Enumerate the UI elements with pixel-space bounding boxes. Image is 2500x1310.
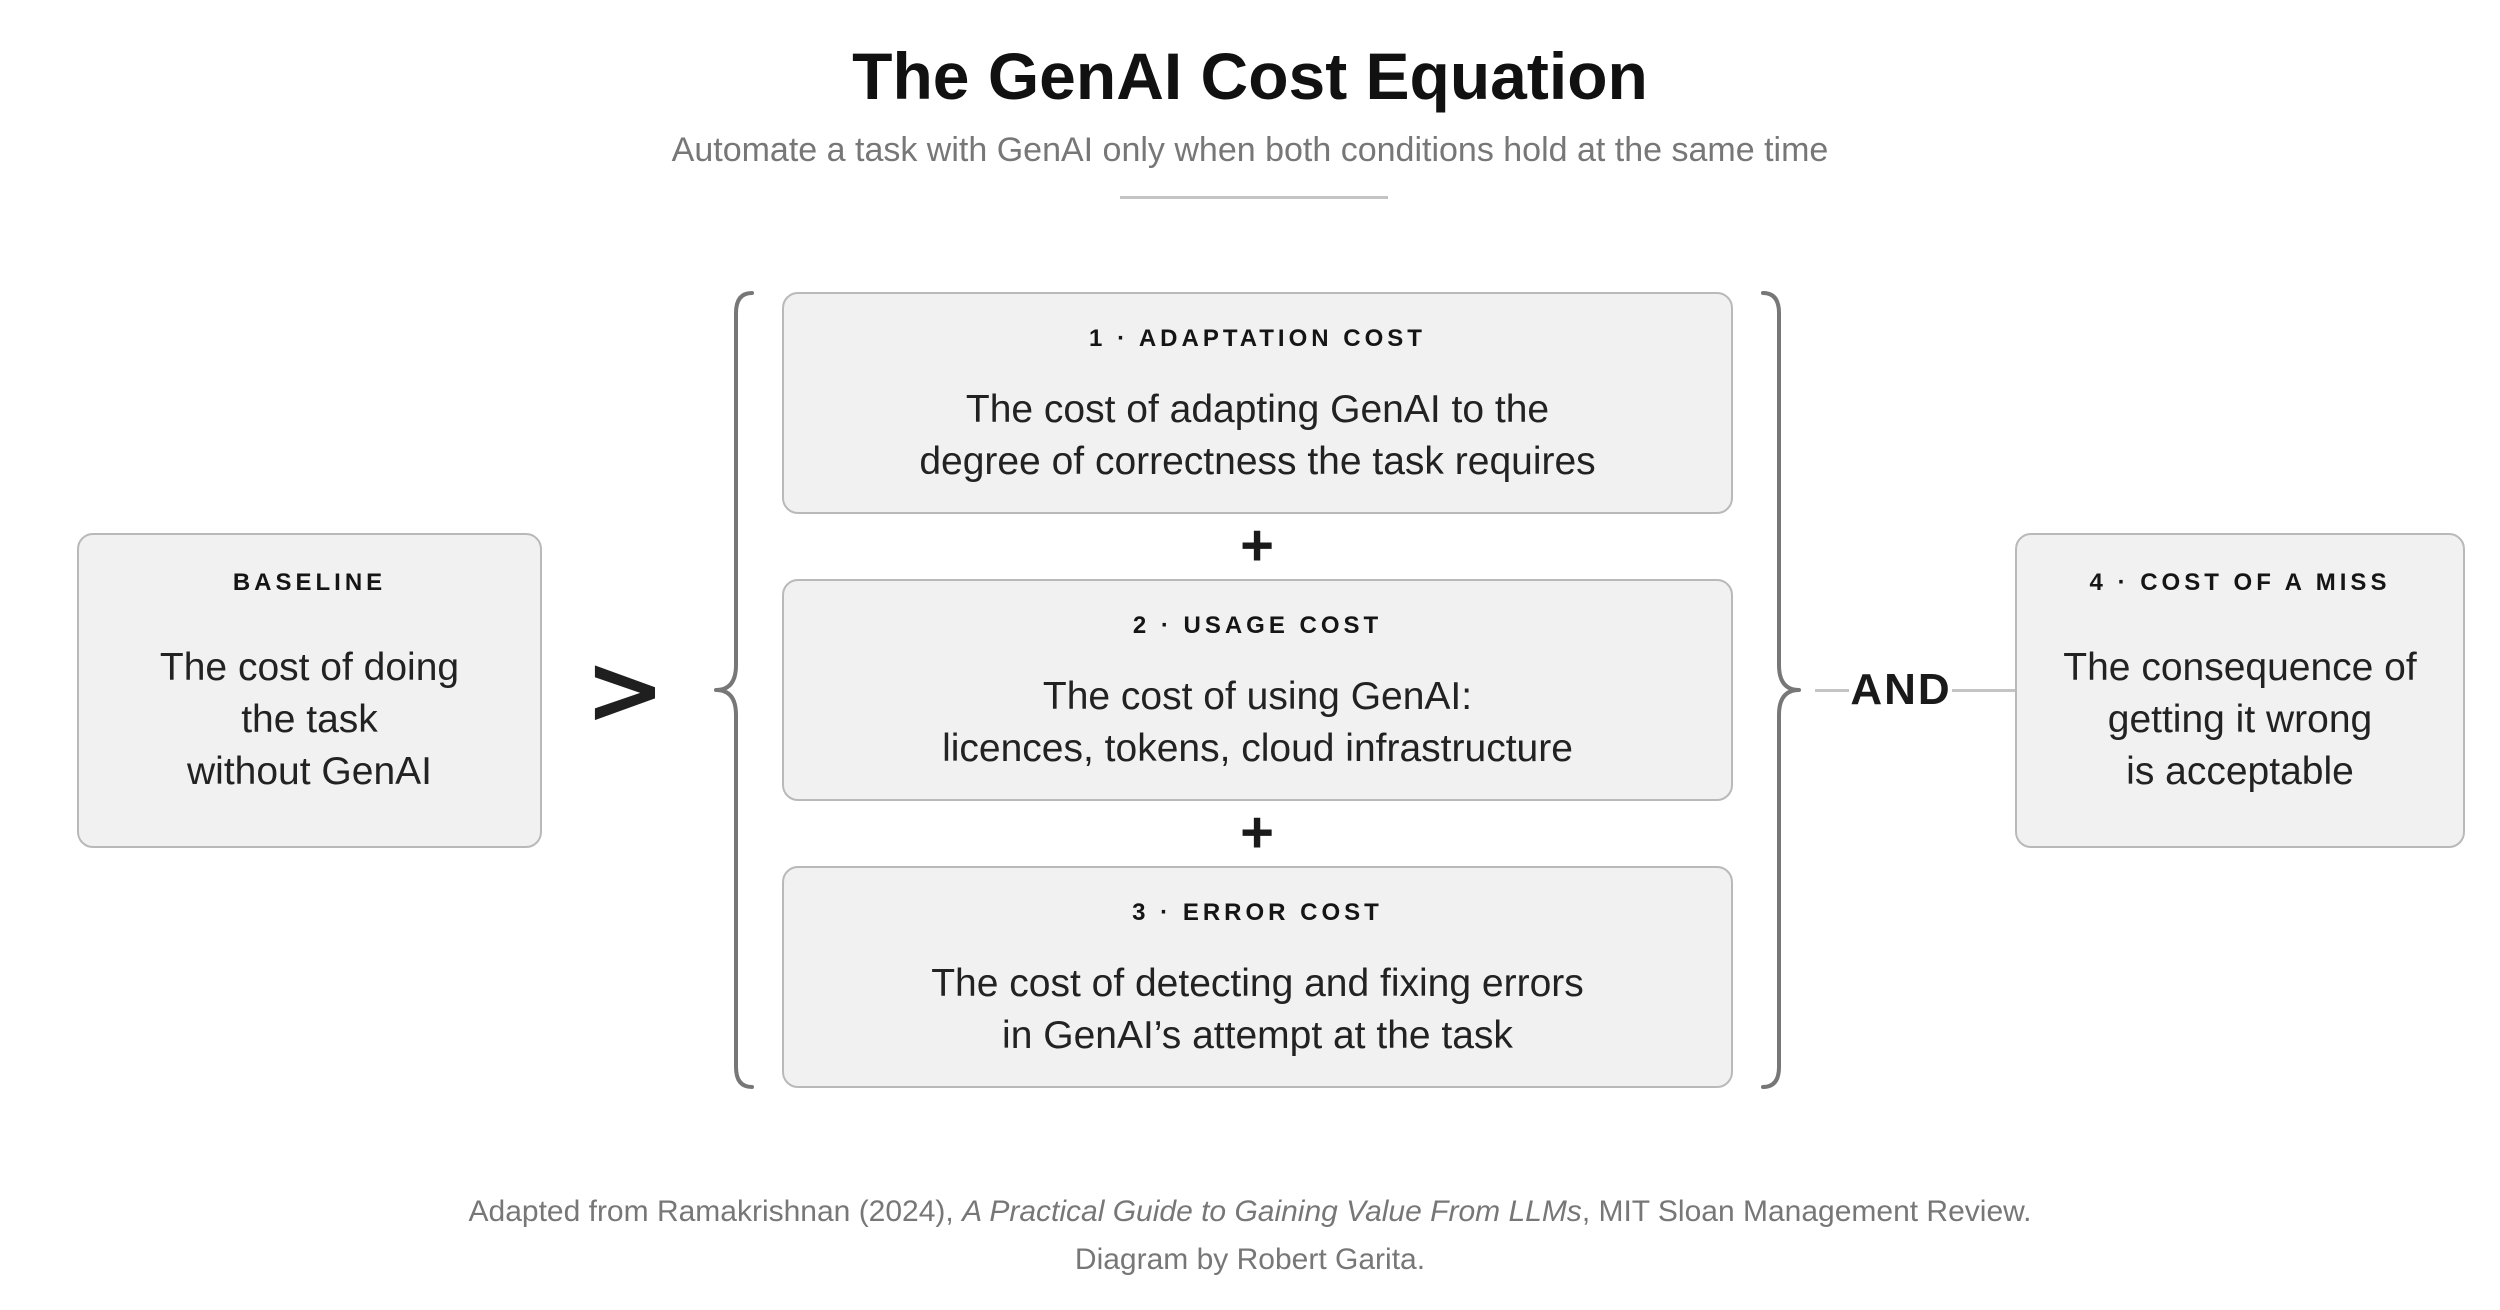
cost-of-miss-box: 4 · COST OF A MISS The consequence of ge… bbox=[2015, 533, 2465, 848]
and-connector-line bbox=[1815, 689, 1849, 692]
citation-prefix: Adapted from Ramakrishnan (2024), bbox=[468, 1195, 963, 1228]
adaptation-cost-label: 1 · ADAPTATION COST bbox=[1089, 325, 1426, 352]
error-cost-text-line: in GenAI’s attempt at the task bbox=[1002, 1014, 1513, 1057]
usage-cost-box: 2 · USAGE COST The cost of using GenAI: … bbox=[782, 579, 1733, 801]
error-cost-text-line: The cost of detecting and fixing errors bbox=[931, 962, 1584, 1005]
cost-of-miss-text-line: is acceptable bbox=[2126, 750, 2354, 793]
citation-work-title: A Practical Guide to Gaining Value From … bbox=[962, 1195, 1582, 1228]
page-title: The GenAI Cost Equation bbox=[852, 39, 1648, 113]
page-subtitle: Automate a task with GenAI only when bot… bbox=[671, 131, 1829, 169]
error-cost-box: 3 · ERROR COST The cost of detecting and… bbox=[782, 866, 1733, 1088]
usage-cost-text: The cost of using GenAI: licences, token… bbox=[784, 671, 1731, 775]
cost-of-miss-text: The consequence of getting it wrong is a… bbox=[2017, 642, 2463, 798]
adaptation-cost-box: 1 · ADAPTATION COST The cost of adapting… bbox=[782, 292, 1733, 514]
left-brace bbox=[714, 291, 754, 1089]
baseline-text: The cost of doing the task without GenAI bbox=[79, 642, 540, 798]
greater-than-symbol: > bbox=[584, 634, 666, 746]
plus-symbol: + bbox=[1240, 513, 1274, 578]
adaptation-cost-text-line: The cost of adapting GenAI to the bbox=[965, 388, 1550, 431]
usage-cost-text-line: licences, tokens, cloud infrastructure bbox=[942, 727, 1573, 770]
baseline-label: BASELINE bbox=[232, 569, 387, 596]
baseline-box: BASELINE The cost of doing the task with… bbox=[77, 533, 542, 848]
cost-of-miss-label: 4 · COST OF A MISS bbox=[2089, 569, 2391, 596]
error-cost-text: The cost of detecting and fixing errors … bbox=[784, 958, 1731, 1062]
error-cost-label: 3 · ERROR COST bbox=[1132, 899, 1383, 926]
and-connector-line bbox=[1952, 689, 2015, 692]
baseline-text-line: the task bbox=[241, 698, 378, 741]
right-brace bbox=[1761, 291, 1801, 1089]
cost-of-miss-text-line: getting it wrong bbox=[2107, 698, 2373, 741]
usage-cost-label: 2 · USAGE COST bbox=[1132, 612, 1383, 639]
source-citation: Adapted from Ramakrishnan (2024), A Prac… bbox=[0, 1192, 2500, 1232]
plus-symbol: + bbox=[1240, 800, 1274, 865]
title-divider bbox=[1120, 196, 1388, 199]
diagram-credit: Diagram by Robert Garita. bbox=[1074, 1243, 1426, 1276]
baseline-text-line: without GenAI bbox=[187, 750, 432, 793]
usage-cost-text-line: The cost of using GenAI: bbox=[1042, 675, 1473, 718]
baseline-text-line: The cost of doing bbox=[159, 646, 460, 689]
citation-suffix: , MIT Sloan Management Review. bbox=[1581, 1195, 2032, 1228]
and-connector: AND bbox=[1850, 665, 1952, 714]
cost-of-miss-text-line: The consequence of bbox=[2063, 646, 2417, 689]
adaptation-cost-text: The cost of adapting GenAI to the degree… bbox=[784, 384, 1731, 488]
adaptation-cost-text-line: degree of correctness the task requires bbox=[919, 440, 1596, 483]
